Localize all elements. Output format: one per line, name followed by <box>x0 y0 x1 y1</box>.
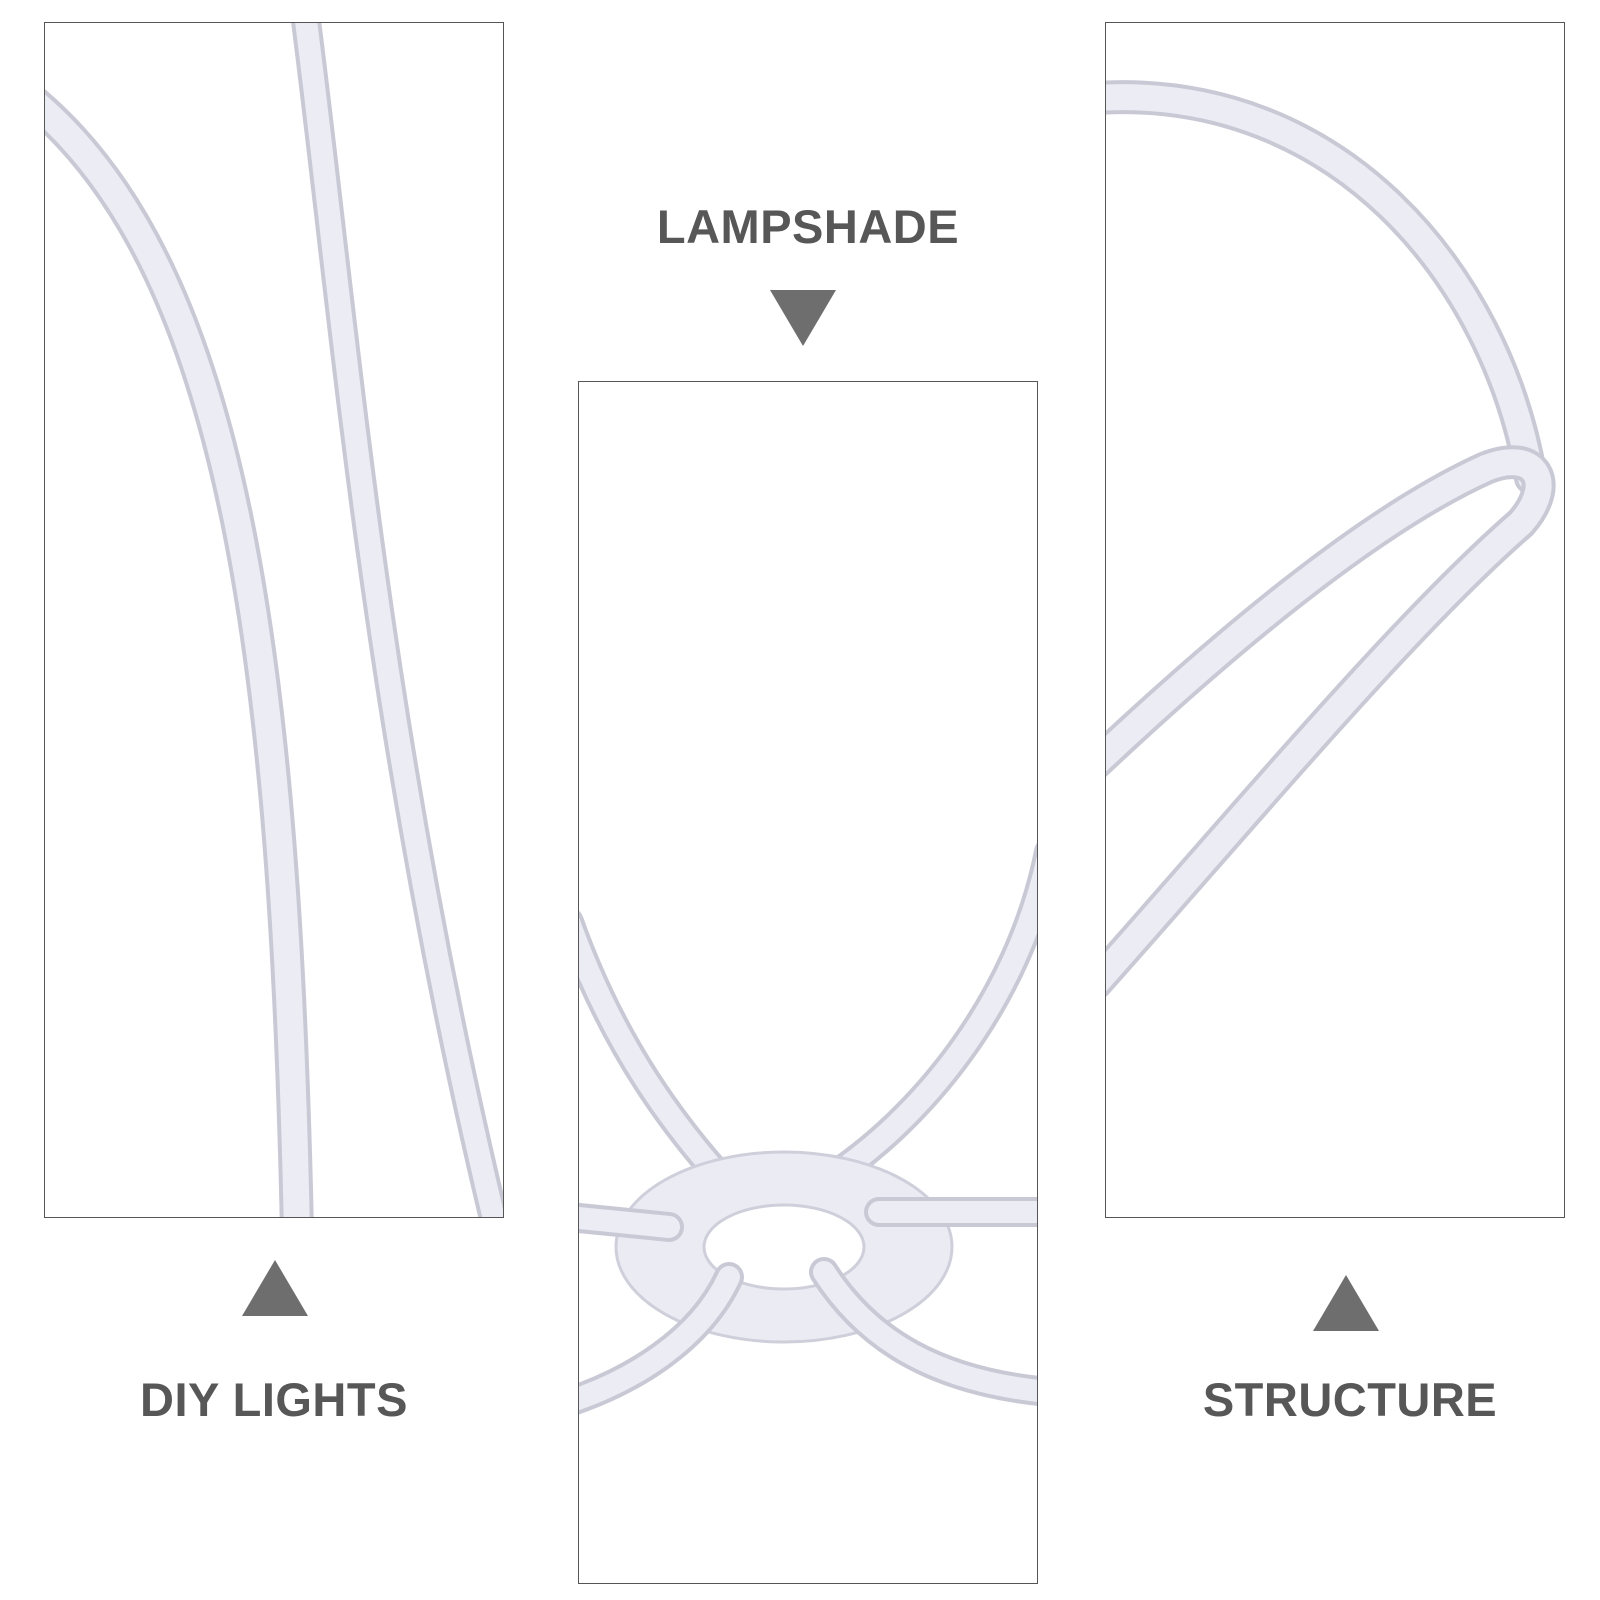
wire-struts-photo <box>45 23 503 1217</box>
photo-frame-right <box>1105 22 1565 1218</box>
diy-lights-caption: DIY LIGHTS <box>140 1373 408 1426</box>
photo-frame-left <box>44 22 504 1218</box>
triangle-down-icon <box>770 290 836 346</box>
spider-fitter-photo <box>579 843 1037 1415</box>
wire-joint-photo <box>1106 80 1556 997</box>
triangle-up-icon <box>242 1260 308 1316</box>
triangle-up-icon <box>1313 1275 1379 1331</box>
photo-frame-center <box>578 381 1038 1584</box>
structure-caption: STRUCTURE <box>1202 1373 1498 1426</box>
lampshade-caption: LAMPSHADE <box>656 200 960 253</box>
